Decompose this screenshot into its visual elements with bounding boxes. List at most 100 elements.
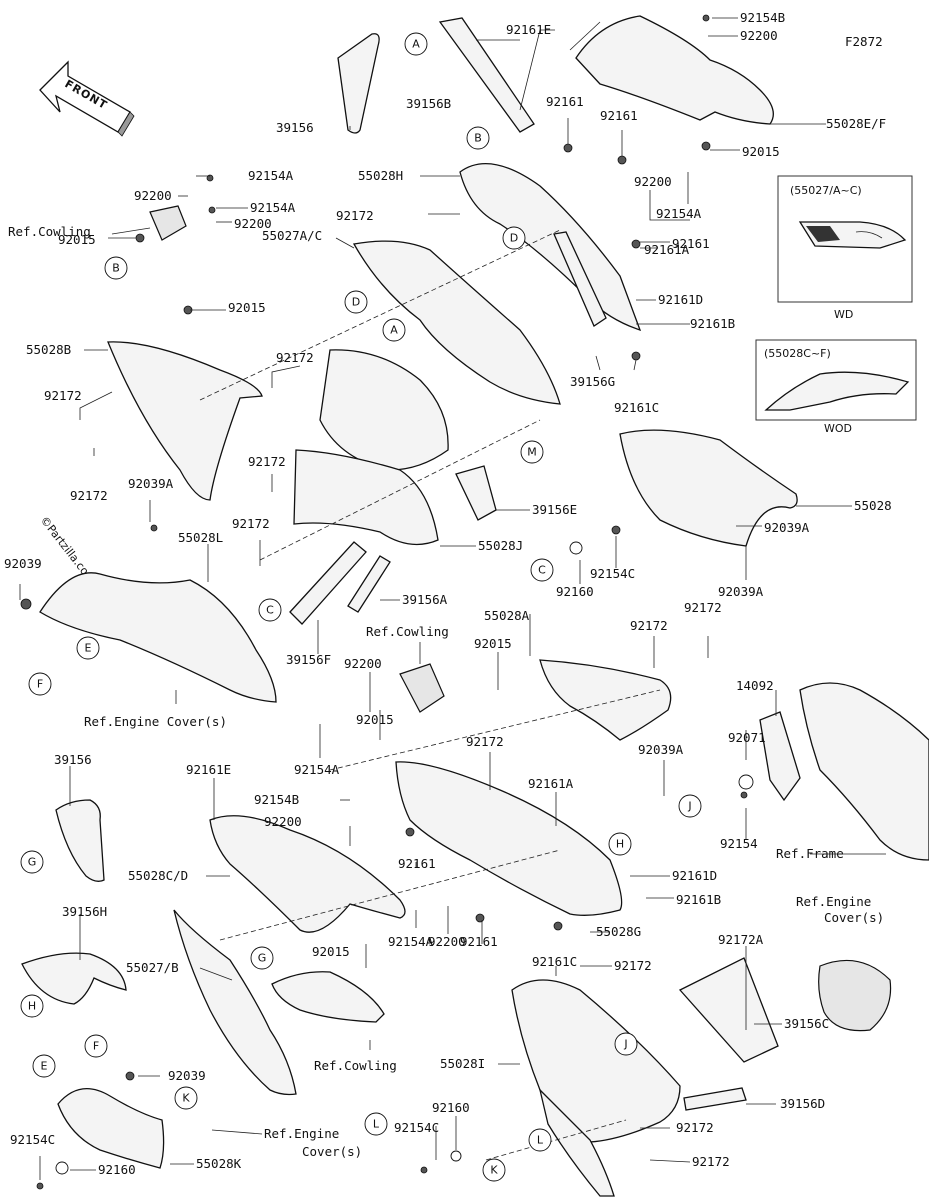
label-92172-10: 92172	[614, 958, 652, 973]
svg-text:L: L	[373, 1118, 380, 1131]
svg-text:K: K	[490, 1164, 498, 1177]
label-92161b-1: 92161B	[690, 316, 735, 331]
part-ref-frame	[799, 682, 929, 861]
label-55028k: 55028K	[196, 1156, 242, 1171]
callout-k-2: K	[482, 1158, 506, 1182]
leader-lines	[19, 17, 886, 1180]
label-ref-frame: Ref.Frame	[776, 846, 844, 861]
label-55028b: 55028B	[26, 342, 71, 357]
label-92161d-1: 92161D	[658, 292, 703, 307]
label-92039: 92039	[4, 556, 42, 571]
svg-text:F: F	[93, 1040, 99, 1053]
svg-text:H: H	[616, 838, 624, 851]
label-39156c: 39156C	[784, 1016, 829, 1031]
label-39156f: 39156F	[286, 652, 331, 667]
callout-g-2: G	[250, 946, 274, 970]
part-55027b	[173, 909, 297, 1096]
part-14092	[759, 711, 801, 802]
label-92161-a: 92161	[546, 94, 584, 109]
label-92154: 92154	[720, 836, 758, 851]
label-ref-engine-3b: Cover(s)	[302, 1144, 362, 1159]
inset-wod-caption: WOD	[824, 422, 852, 435]
label-92154b-top: 92154B	[740, 10, 785, 25]
callout-g-1: G	[20, 850, 44, 874]
label-92172-6: 92172	[232, 516, 270, 531]
callout-l-2: L	[528, 1128, 552, 1152]
callout-l-1: L	[364, 1112, 388, 1136]
label-55028l: 55028L	[178, 530, 223, 545]
figure-code: F2872	[845, 34, 883, 49]
label-92015-5: 92015	[312, 944, 350, 959]
label-92172-1: 92172	[336, 208, 374, 223]
inset-wod-title: (55028C~F)	[764, 347, 831, 360]
label-14092: 14092	[736, 678, 774, 693]
inset-wd-caption: WD	[834, 308, 853, 321]
label-39156d: 39156D	[780, 1096, 825, 1111]
svg-text:G: G	[258, 952, 267, 965]
label-92154c-2: 92154C	[394, 1120, 439, 1135]
part-55028g	[395, 761, 623, 916]
label-92172-3: 92172	[44, 388, 82, 403]
part-39156-top	[337, 33, 380, 134]
svg-text:H: H	[28, 1000, 36, 1013]
label-92154a-1: 92154A	[248, 168, 294, 183]
callout-d-2: D	[344, 290, 368, 314]
label-92200-6: 92200	[428, 934, 466, 949]
label-ref-engine-2b: Cover(s)	[824, 910, 884, 925]
part-lower-wing	[538, 1087, 615, 1197]
label-39156-top: 39156	[276, 120, 314, 135]
label-92200-5: 92200	[264, 814, 302, 829]
callout-e-2: E	[32, 1054, 56, 1078]
label-ref-engine-3a: Ref.Engine	[264, 1126, 339, 1141]
label-92015-3: 92015	[474, 636, 512, 651]
part-ref-cowling-bracket-2	[399, 663, 445, 713]
part-55028j	[293, 449, 439, 546]
part-ref-engine-cover-right	[818, 959, 892, 1032]
svg-text:F: F	[37, 678, 43, 691]
label-92154c-1: 92154C	[590, 566, 635, 581]
svg-text:L: L	[537, 1134, 544, 1147]
label-92154b-2: 92154B	[254, 792, 299, 807]
label-92200-top: 92200	[740, 28, 778, 43]
callout-f-1: F	[28, 672, 52, 696]
callout-c-1: C	[530, 558, 554, 582]
callout-d-1: D	[502, 226, 526, 250]
callout-j-2: J	[614, 1032, 638, 1056]
callout-e-1: E	[76, 636, 100, 660]
label-55028cd: 55028C/D	[128, 868, 188, 883]
label-92154a-3: 92154A	[656, 206, 702, 221]
label-92039-2: 92039	[168, 1068, 206, 1083]
inset-wd: (55027/A~C) WD	[777, 175, 913, 321]
part-39156-mid	[55, 799, 105, 882]
label-55028ef: 55028E/F	[826, 116, 886, 131]
callout-f-2: F	[84, 1034, 108, 1058]
label-92039a-3: 92039A	[718, 584, 764, 599]
part-55028l	[39, 572, 277, 703]
label-55027b: 55027/B	[126, 960, 179, 975]
label-92161e-top: 92161E	[506, 22, 551, 37]
label-ref-engine-2a: Ref.Engine	[796, 894, 871, 909]
label-ref-cowling-1: Ref.Cowling	[8, 224, 91, 239]
label-ref-cowling-2: Ref.Cowling	[366, 624, 449, 639]
callout-h-1: H	[608, 832, 632, 856]
svg-text:G: G	[28, 856, 37, 869]
label-92172-4: 92172	[248, 454, 286, 469]
label-92172-8: 92172	[684, 600, 722, 615]
svg-text:D: D	[352, 296, 360, 309]
part-55028a	[539, 659, 672, 741]
label-92015-4: 92015	[356, 712, 394, 727]
svg-text:E: E	[41, 1060, 48, 1073]
label-92160-2: 92160	[432, 1100, 470, 1115]
inset-wd-title: (55027/A~C)	[790, 184, 862, 197]
label-92161a-1: 92161A	[644, 242, 690, 257]
part-55028h	[459, 163, 642, 332]
label-39156-mid: 39156	[54, 752, 92, 767]
part-55028cd	[209, 815, 406, 933]
callout-b-2: B	[104, 256, 128, 280]
label-92160-1: 92160	[556, 584, 594, 599]
label-ref-cowling-3: Ref.Cowling	[314, 1058, 397, 1073]
label-92015-2: 92015	[228, 300, 266, 315]
label-92200-2: 92200	[234, 216, 272, 231]
part-55028ef	[575, 15, 774, 125]
